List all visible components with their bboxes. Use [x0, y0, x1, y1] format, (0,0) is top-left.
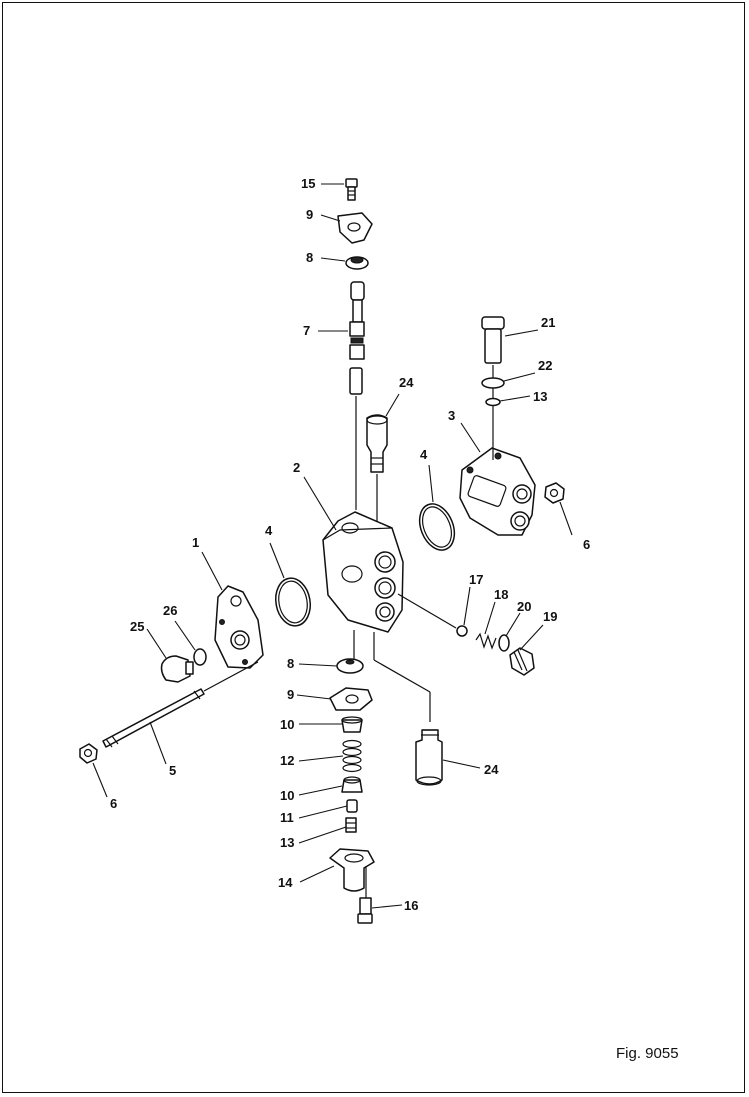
callout-19: 19 — [543, 609, 557, 624]
callout-10-lower: 10 — [280, 788, 294, 803]
part-26-o-ring — [193, 648, 207, 666]
part-19-plug — [509, 647, 535, 676]
part-13-snap-ring — [485, 397, 501, 407]
callout-20: 20 — [517, 599, 531, 614]
figure-caption: Fig. 9055 — [616, 1045, 679, 1062]
callout-14: 14 — [278, 875, 293, 890]
callout-13-bottom: 13 — [280, 835, 294, 850]
center-line-check — [397, 593, 457, 629]
callout-24-top: 24 — [399, 375, 414, 390]
part-2-valve-body — [322, 511, 404, 660]
callout-9-top: 9 — [306, 207, 313, 222]
callout-25: 25 — [130, 619, 144, 634]
callout-1: 1 — [192, 535, 199, 550]
callout-13-top: 13 — [533, 389, 547, 404]
callout-3: 3 — [448, 408, 455, 423]
callout-8-bottom: 8 — [287, 656, 294, 671]
callout-18: 18 — [494, 587, 508, 602]
part-13-bolt — [345, 817, 357, 833]
callout-5: 5 — [169, 763, 176, 778]
callout-26: 26 — [163, 603, 177, 618]
leader-lines — [92, 183, 573, 909]
callout-15: 15 — [301, 176, 315, 191]
callout-4-left: 4 — [265, 523, 273, 538]
part-10-retainer-upper — [341, 716, 363, 733]
part-8-seat-top — [345, 256, 369, 270]
part-14-cap — [329, 848, 375, 898]
callout-22: 22 — [538, 358, 552, 373]
callout-2: 2 — [293, 460, 300, 475]
part-11-stopper — [346, 799, 358, 813]
part-25-plug — [160, 655, 194, 683]
part-24-relief-valve-lower — [373, 632, 443, 786]
part-22-o-ring — [481, 377, 505, 389]
callout-8-top: 8 — [306, 250, 313, 265]
part-16-bolt — [357, 897, 373, 924]
part-12-spring — [342, 739, 362, 773]
part-1-end-cover — [214, 585, 264, 669]
part-20-o-ring — [498, 634, 510, 652]
part-8-seat-bottom — [336, 658, 364, 674]
callout-9-bottom: 9 — [287, 687, 294, 702]
part-17-ball — [456, 625, 468, 637]
callout-10-upper: 10 — [280, 717, 294, 732]
part-4-o-ring-right — [418, 503, 456, 551]
part-7-spool — [349, 281, 365, 510]
part-9-flange-bottom — [329, 687, 373, 711]
callout-7: 7 — [303, 323, 310, 338]
part-10-retainer-lower — [341, 776, 363, 793]
callout-4-right: 4 — [420, 447, 428, 462]
part-5-tie-bolt — [102, 661, 259, 748]
part-24-relief-valve-upper — [366, 414, 388, 530]
part-6-nut-right — [544, 482, 565, 504]
callout-11: 11 — [280, 810, 294, 825]
callout-6-right: 6 — [583, 537, 590, 552]
callout-16: 16 — [404, 898, 418, 913]
callout-labels: 15 9 8 7 24 2 3 4 21 22 13 6 4 1 26 25 5… — [110, 176, 590, 913]
part-18-spring — [475, 632, 497, 650]
callout-12: 12 — [280, 753, 294, 768]
part-4-o-ring-left — [274, 577, 312, 627]
callout-17: 17 — [469, 572, 483, 587]
callout-21: 21 — [541, 315, 555, 330]
callout-24-bottom: 24 — [484, 762, 499, 777]
part-3-end-cover — [459, 447, 536, 536]
part-6-nut-left — [79, 743, 98, 764]
part-9-flange-top — [337, 212, 373, 244]
part-15-bolt — [345, 178, 358, 201]
callout-6-left: 6 — [110, 796, 117, 811]
